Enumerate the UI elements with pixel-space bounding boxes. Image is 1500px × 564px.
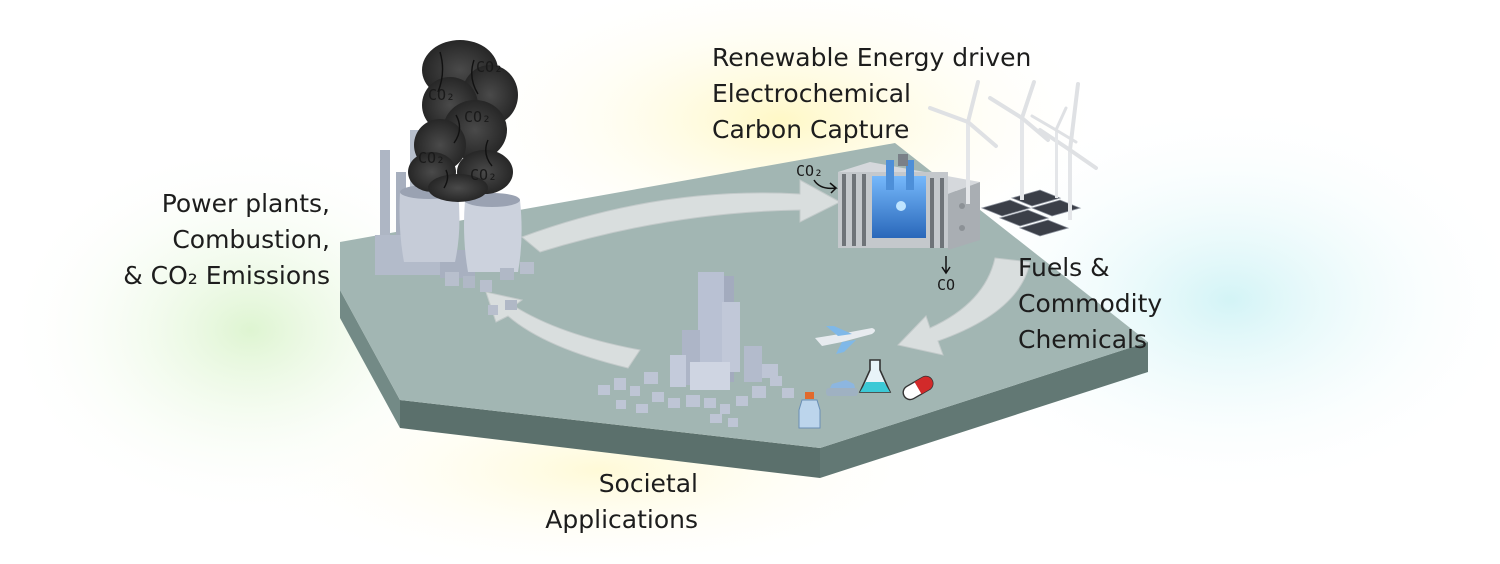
label-line: Renewable Energy driven: [712, 43, 1032, 72]
label-line: Electrochemical: [712, 79, 911, 108]
wind-turbine-icon: [928, 80, 1098, 220]
smoke-plume-icon: [408, 40, 518, 202]
electrolyzer-icon: [838, 154, 980, 250]
label-line: Carbon Capture: [712, 115, 910, 144]
car-icon: [826, 380, 858, 396]
airplane-icon: [815, 326, 875, 354]
pill-icon: [902, 375, 934, 401]
smoke-co2-label: CO₂: [428, 86, 455, 104]
cycle-arrows: [485, 179, 1031, 369]
smoke-co2-label: CO₂: [464, 108, 491, 126]
input-co2-arrow: [813, 179, 838, 194]
smoke-co2-labels: CO₂ CO₂ CO₂ CO₂ CO₂: [418, 58, 503, 184]
output-co-label: CO: [937, 276, 955, 294]
flask-icon: [858, 359, 892, 393]
label-line: Chemicals: [1018, 325, 1148, 354]
power-plants-label: Power plants, Combustion, & CO₂ Emission…: [110, 186, 330, 294]
label-line: & CO₂ Emissions: [123, 261, 330, 290]
city-icon: [598, 272, 794, 427]
label-line: Combustion,: [172, 225, 330, 254]
arrow-to-fuels: [897, 257, 1031, 356]
smoke-co2-label: CO₂: [418, 149, 445, 167]
societal-applications-label: Societal Applications: [500, 466, 698, 538]
input-co2-label: CO₂: [796, 162, 823, 180]
smoke-co2-label: CO₂: [470, 166, 497, 184]
arrow-to-capture: [521, 179, 842, 253]
fuels-chemicals-label: Fuels & Commodity Chemicals: [1018, 250, 1162, 358]
label-line: Fuels &: [1018, 253, 1110, 282]
label-line: Applications: [545, 505, 698, 534]
label-line: Commodity: [1018, 289, 1163, 318]
smoke-co2-label: CO₂: [476, 58, 503, 76]
bottle-icon: [798, 392, 821, 429]
electrochemical-capture-label: Renewable Energy driven Electrochemical …: [712, 40, 1031, 148]
label-line: Societal: [598, 469, 698, 498]
label-line: Power plants,: [161, 189, 330, 218]
output-co-arrow: [941, 256, 951, 275]
